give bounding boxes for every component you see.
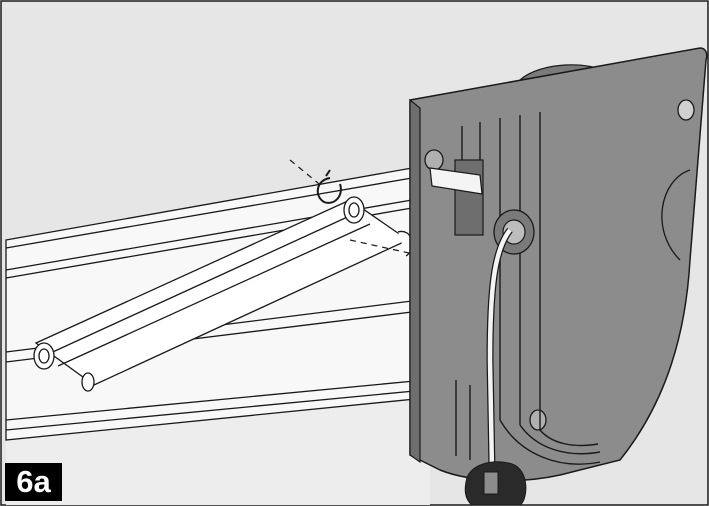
- axle-rod: [33, 196, 414, 392]
- e-clip-icon: [316, 169, 342, 204]
- insertion-guide: [289, 159, 419, 256]
- bracket-lower-hole: [529, 409, 547, 431]
- step-label-badge: 6a: [5, 463, 62, 501]
- strap-slot: [429, 159, 484, 236]
- cable-clip: [464, 461, 527, 506]
- bracket-mount-hole: [677, 99, 695, 121]
- end-bracket: [409, 47, 708, 506]
